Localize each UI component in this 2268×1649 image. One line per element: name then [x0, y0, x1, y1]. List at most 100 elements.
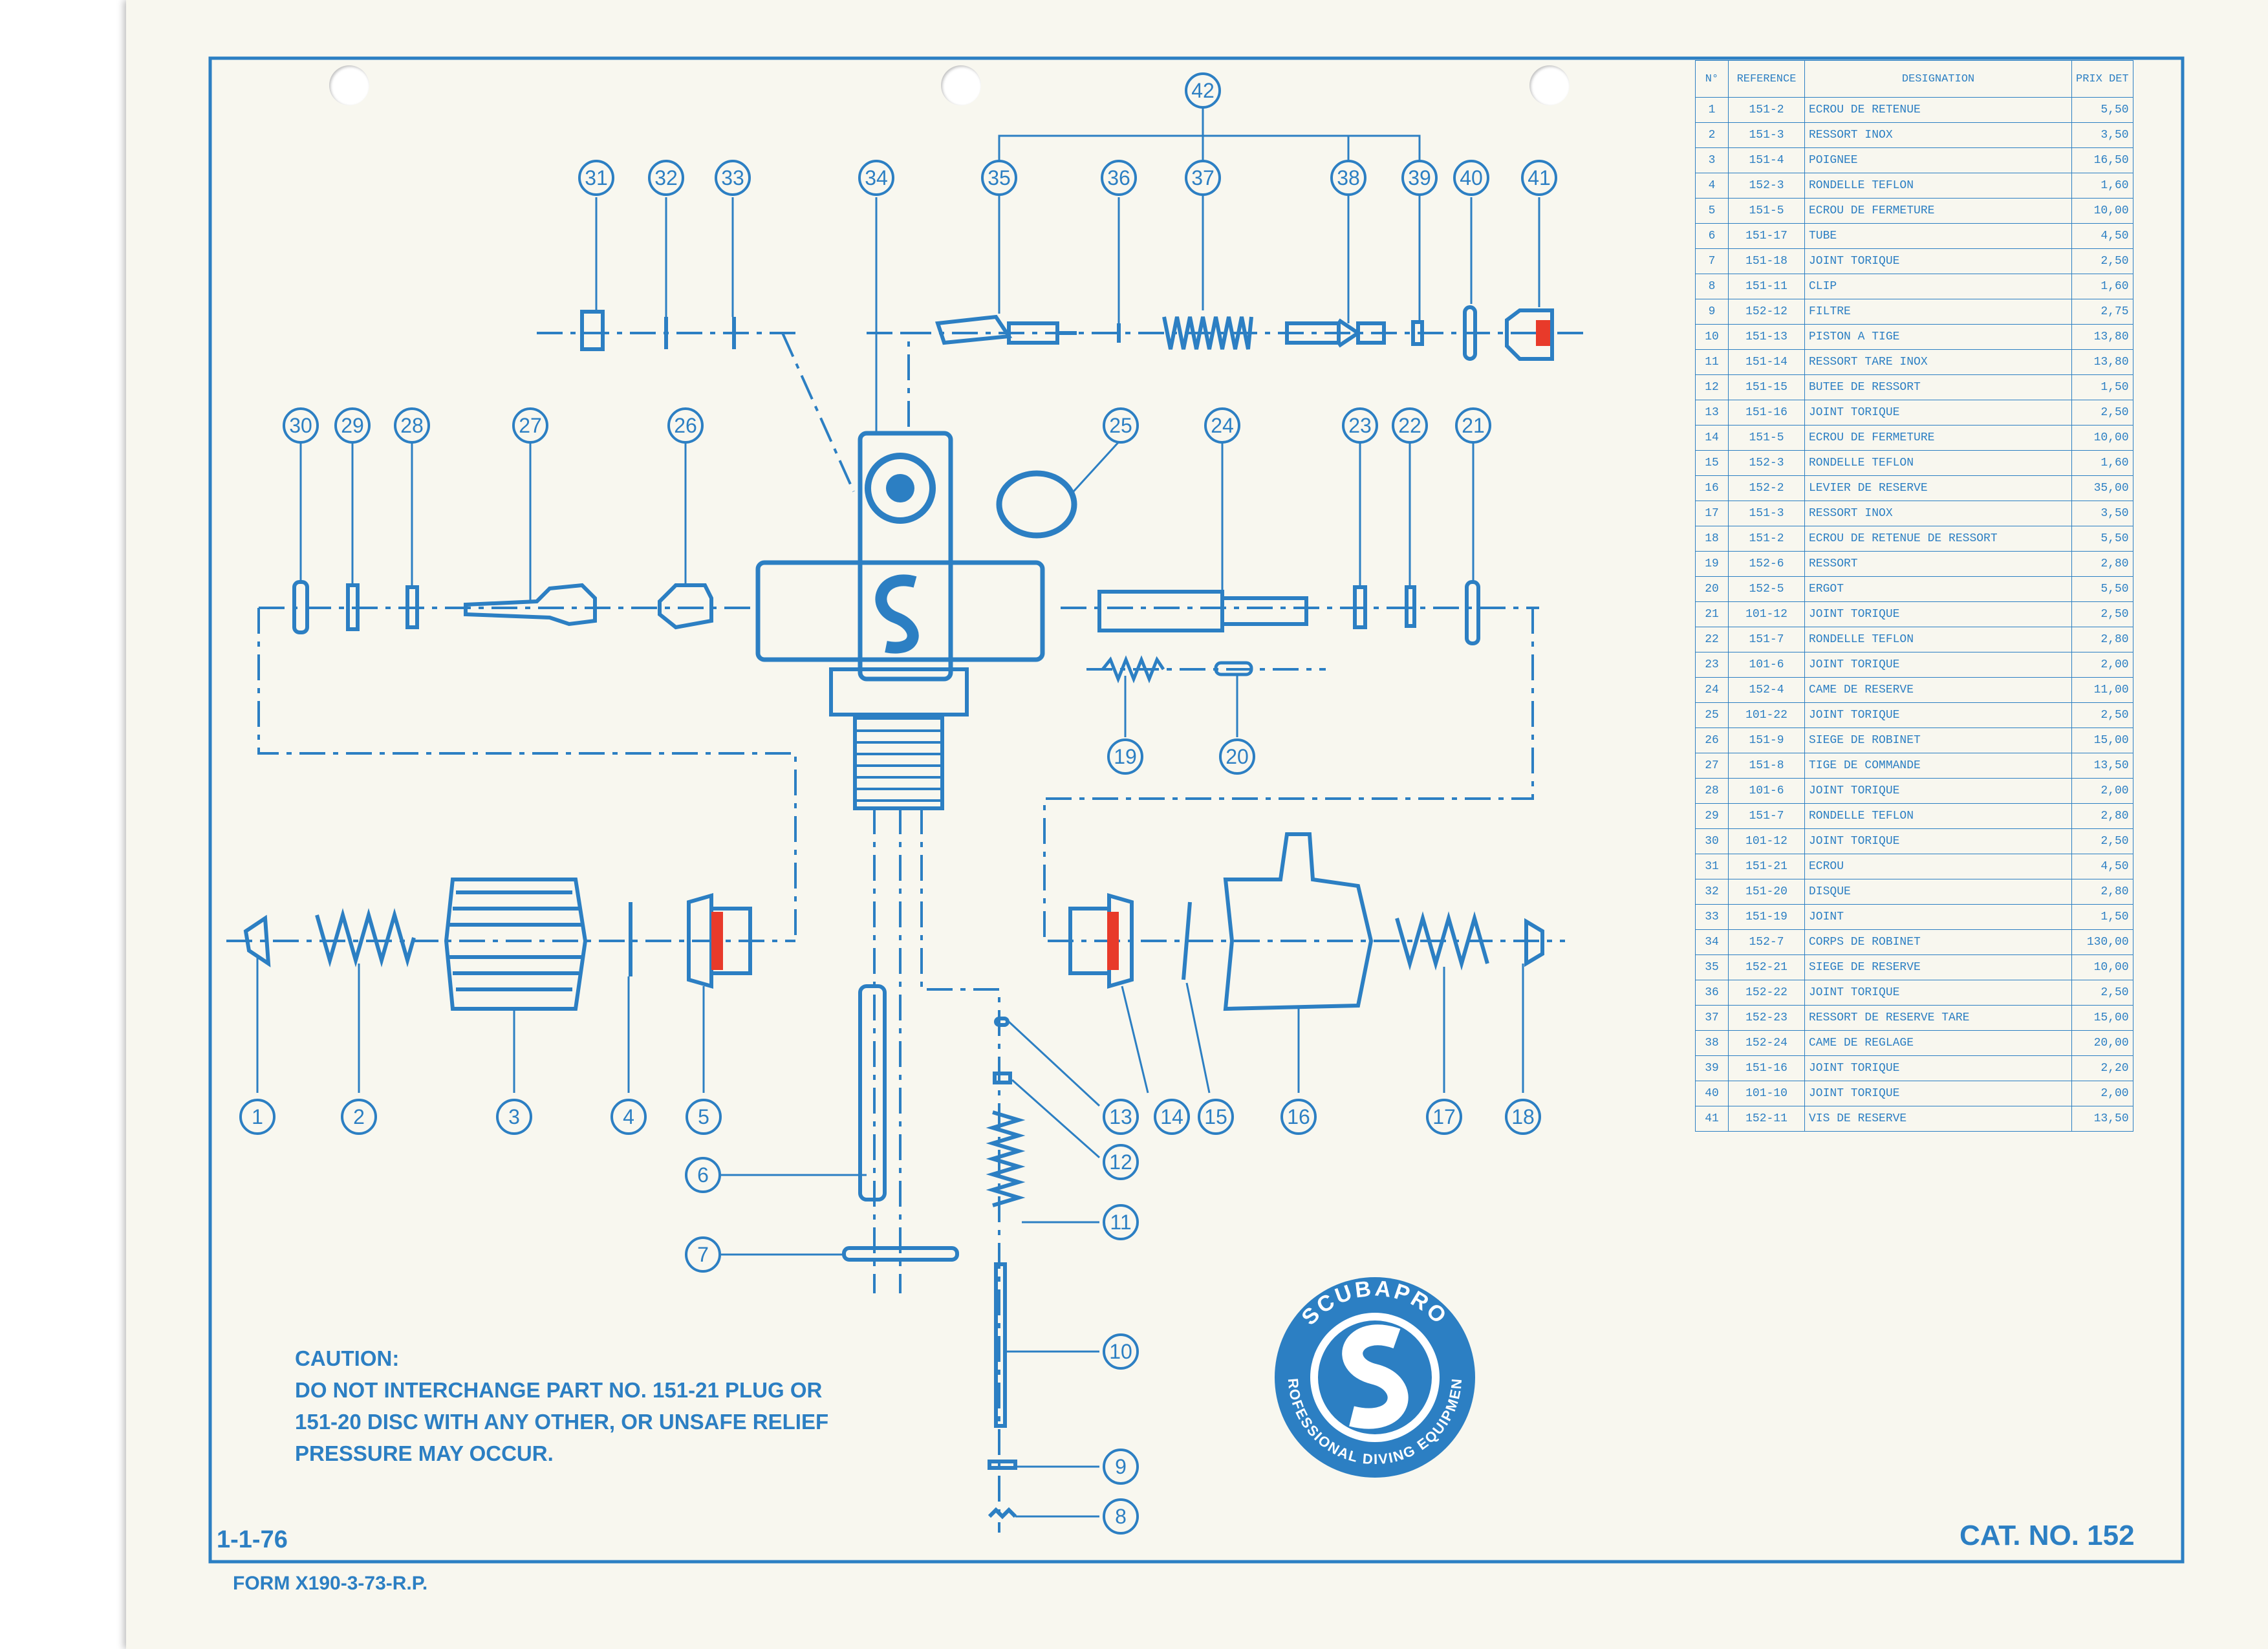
- callout-label: 41: [1528, 166, 1551, 189]
- row-number: 37: [1695, 1005, 1729, 1031]
- row-reference: 101-6: [1728, 652, 1805, 678]
- row-designation: JOINT TORIQUE: [1804, 601, 2072, 627]
- row-number: 28: [1695, 778, 1729, 804]
- callout-circle: [1103, 1204, 1139, 1240]
- row-reference: 151-3: [1728, 122, 1805, 148]
- callout-label: 16: [1287, 1105, 1310, 1128]
- row-designation: RESSORT INOX: [1804, 122, 2072, 148]
- part-19-spring: [1101, 655, 1165, 684]
- row-price: 1,50: [2071, 374, 2133, 400]
- binder-hole-right: [1529, 65, 1570, 105]
- row-designation: PISTON A TIGE: [1804, 324, 2072, 350]
- callout-circle: [1426, 1099, 1462, 1135]
- callout-circle: [1204, 407, 1240, 444]
- callout-10: 10: [1103, 1333, 1139, 1370]
- row-number: 12: [1695, 374, 1729, 400]
- callout-label: 34: [865, 166, 888, 189]
- part-25-oring: [996, 470, 1077, 539]
- row-designation: CAME DE REGLAGE: [1804, 1030, 2072, 1056]
- row-reference: 151-7: [1728, 803, 1805, 829]
- row-designation: SIEGE DE ROBINET: [1804, 727, 2072, 753]
- callout-circle: [1185, 160, 1221, 196]
- callout-label: 21: [1462, 414, 1485, 437]
- row-reference: 152-24: [1728, 1030, 1805, 1056]
- callout-25: 25: [1103, 407, 1139, 444]
- row-number: 16: [1695, 475, 1729, 501]
- row-price: 2,80: [2071, 879, 2133, 905]
- row-price: 2,50: [2071, 248, 2133, 274]
- callout-16: 16: [1280, 1099, 1317, 1135]
- binder-hole-left: [329, 65, 369, 105]
- row-price: 13,80: [2071, 349, 2133, 375]
- caution-note: CAUTION: DO NOT INTERCHANGE PART NO. 151…: [295, 1342, 916, 1469]
- callout-42: 42: [1185, 72, 1221, 109]
- callout-label: 12: [1109, 1150, 1132, 1174]
- callout-label: 40: [1460, 166, 1483, 189]
- callout-circle: [685, 1157, 721, 1193]
- header-number: N°: [1695, 60, 1729, 98]
- callout-label: 25: [1109, 414, 1132, 437]
- callout-circle: [686, 1099, 722, 1135]
- row-price: 4,50: [2071, 223, 2133, 249]
- row-price: 2,50: [2071, 828, 2133, 854]
- callout-40: 40: [1453, 160, 1489, 196]
- callout-circle: [1330, 160, 1366, 196]
- callout-circle: [1101, 160, 1137, 196]
- callout-label: 9: [1115, 1455, 1127, 1478]
- callout-circle: [1103, 1333, 1139, 1370]
- row-number: 2: [1695, 122, 1729, 148]
- callout-circle: [1401, 160, 1438, 196]
- row-price: 2,50: [2071, 702, 2133, 728]
- row-reference: 151-19: [1728, 904, 1805, 930]
- callout-label: 22: [1398, 414, 1421, 437]
- row-price: 5,50: [2071, 576, 2133, 602]
- callout-11: 11: [1103, 1204, 1139, 1240]
- row-designation: TUBE: [1804, 223, 2072, 249]
- form-number: FORM X190-3-73-R.P.: [233, 1573, 428, 1594]
- row-reference: 151-9: [1728, 727, 1805, 753]
- row-price: 5,50: [2071, 526, 2133, 552]
- row-designation: RONDELLE TEFLON: [1804, 803, 2072, 829]
- callout-9: 9: [1103, 1449, 1139, 1485]
- callout-20: 20: [1219, 738, 1255, 775]
- row-reference: 151-8: [1728, 753, 1805, 779]
- callout-circle: [1185, 72, 1221, 109]
- row-price: 2,75: [2071, 299, 2133, 325]
- row-designation: FILTRE: [1804, 299, 2072, 325]
- row-reference: 152-11: [1728, 1106, 1805, 1132]
- callout-label: 13: [1109, 1105, 1132, 1128]
- row-designation: JOINT: [1804, 904, 2072, 930]
- callout-18: 18: [1505, 1099, 1541, 1135]
- seal-14: [1107, 912, 1119, 970]
- row-reference: 152-3: [1728, 450, 1805, 476]
- row-number: 26: [1695, 727, 1729, 753]
- row-reference: 151-18: [1728, 248, 1805, 274]
- row-reference: 101-22: [1728, 702, 1805, 728]
- callout-label: 3: [508, 1105, 520, 1128]
- callout-24: 24: [1204, 407, 1240, 444]
- row-designation: JOINT TORIQUE: [1804, 1055, 2072, 1081]
- callout-15: 15: [1198, 1099, 1234, 1135]
- callout-circle: [239, 1099, 275, 1135]
- row-reference: 151-21: [1728, 854, 1805, 879]
- callout-27: 27: [512, 407, 548, 444]
- row-number: 21: [1695, 601, 1729, 627]
- valve-body: [755, 431, 1045, 810]
- header-reference: REFERENCE: [1728, 60, 1805, 98]
- row-designation: DISQUE: [1804, 879, 2072, 905]
- row-price: 2,00: [2071, 652, 2133, 678]
- row-price: 1,60: [2071, 274, 2133, 299]
- row-reference: 152-7: [1728, 929, 1805, 955]
- callout-circle: [1198, 1099, 1234, 1135]
- row-designation: SIEGE DE RESERVE: [1804, 954, 2072, 980]
- row-reference: 152-12: [1728, 299, 1805, 325]
- callout-28: 28: [394, 407, 430, 444]
- row-reference: 151-20: [1728, 879, 1805, 905]
